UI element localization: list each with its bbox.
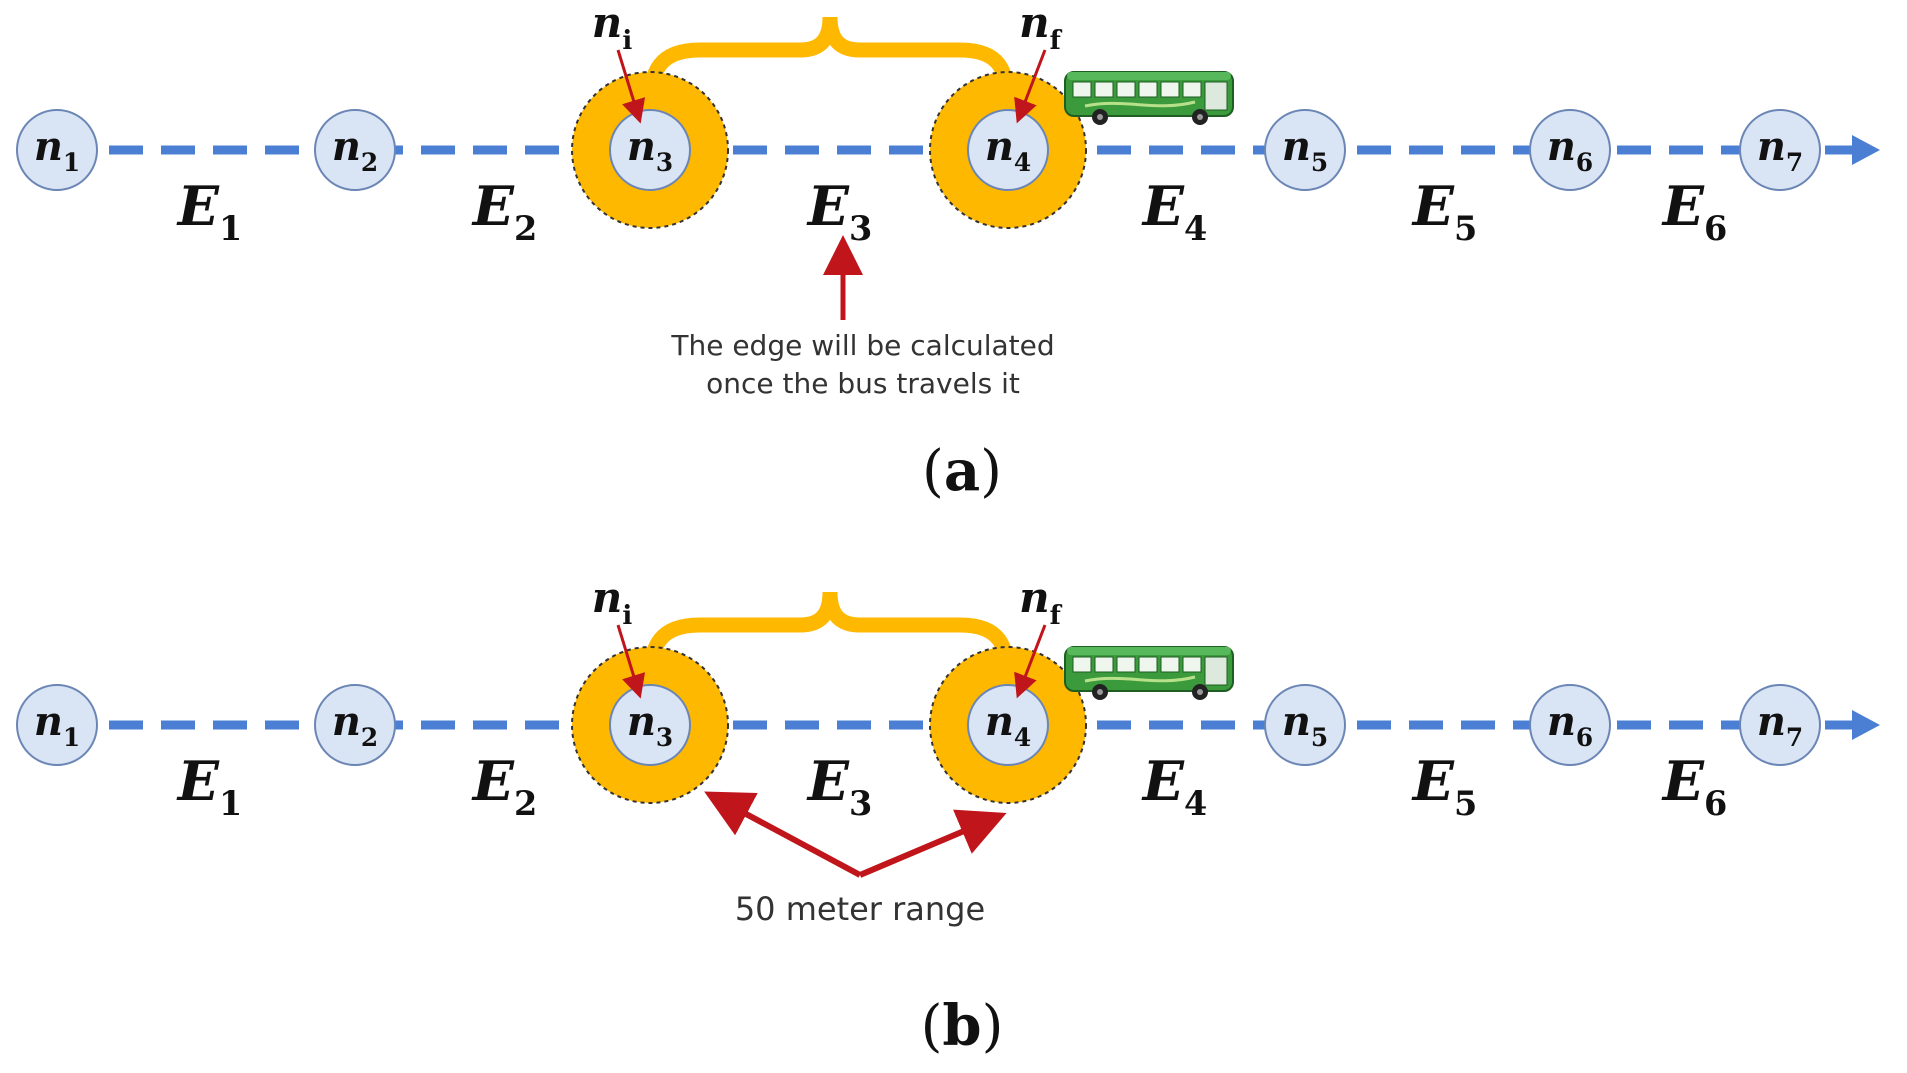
node-circle bbox=[1264, 684, 1346, 766]
nf-pointer bbox=[1014, 624, 1047, 699]
edge-label: E6 bbox=[1661, 749, 1727, 823]
ni-pointer bbox=[616, 49, 646, 124]
node-label: n6 bbox=[1547, 698, 1593, 752]
nf-pointer bbox=[1014, 49, 1047, 124]
edge-label: E5 bbox=[1411, 174, 1477, 248]
node-circle bbox=[609, 684, 691, 766]
edge-label: E6 bbox=[1661, 174, 1727, 248]
range-note-line: 50 meter range bbox=[735, 890, 985, 928]
panel-caption: (a) bbox=[922, 438, 1002, 504]
ni-pointer bbox=[616, 624, 646, 699]
node-label: n2 bbox=[332, 698, 378, 752]
route-arrowhead bbox=[1852, 710, 1880, 740]
node-label: n2 bbox=[332, 123, 378, 177]
node-circle bbox=[16, 684, 98, 766]
node-label: n7 bbox=[1757, 698, 1803, 752]
node-label: n7 bbox=[1757, 123, 1803, 177]
node-label: n3 bbox=[627, 698, 673, 752]
bus-icon bbox=[1064, 71, 1234, 125]
nf-label: nf bbox=[1019, 0, 1063, 56]
range-bracket bbox=[642, 591, 1016, 691]
node-circle bbox=[609, 109, 691, 191]
node-circle bbox=[967, 684, 1049, 766]
edge-label: E3 bbox=[806, 174, 872, 248]
edge-label: E1 bbox=[176, 174, 242, 248]
nf-label: nf bbox=[1019, 573, 1063, 631]
node-label: n1 bbox=[34, 123, 80, 177]
ni-label: ni bbox=[592, 573, 633, 631]
node-circle bbox=[314, 109, 396, 191]
ni-label: ni bbox=[592, 0, 633, 56]
node-circle bbox=[1529, 109, 1611, 191]
node-label: n4 bbox=[985, 123, 1031, 177]
node-label: n5 bbox=[1282, 123, 1328, 177]
node-circle bbox=[1739, 109, 1821, 191]
node-label: n5 bbox=[1282, 698, 1328, 752]
node-circle bbox=[1529, 684, 1611, 766]
node-label: n4 bbox=[985, 698, 1031, 752]
panel-caption: (b) bbox=[921, 993, 1004, 1059]
edge-note-line: The edge will be calculated bbox=[670, 329, 1054, 362]
node-circle bbox=[967, 109, 1049, 191]
range-pointer-right bbox=[858, 809, 1007, 878]
range-pointer-left bbox=[704, 791, 862, 878]
node-circle bbox=[1739, 684, 1821, 766]
edge-label: E2 bbox=[471, 749, 537, 823]
node-circle bbox=[1264, 109, 1346, 191]
edge-label: E4 bbox=[1141, 749, 1207, 823]
node-circle bbox=[314, 684, 396, 766]
route-arrowhead bbox=[1852, 135, 1880, 165]
bus-icon bbox=[1064, 646, 1234, 700]
edge-label: E4 bbox=[1141, 174, 1207, 248]
edge-note-line: once the bus travels it bbox=[706, 367, 1020, 400]
edge-label: E3 bbox=[806, 749, 872, 823]
range-bracket bbox=[642, 16, 1016, 116]
node-label: n6 bbox=[1547, 123, 1593, 177]
node-circle bbox=[16, 109, 98, 191]
node-label: n1 bbox=[34, 698, 80, 752]
edge-label: E2 bbox=[471, 174, 537, 248]
edge-label: E1 bbox=[176, 749, 242, 823]
node-label: n3 bbox=[627, 123, 673, 177]
edge-label: E5 bbox=[1411, 749, 1477, 823]
